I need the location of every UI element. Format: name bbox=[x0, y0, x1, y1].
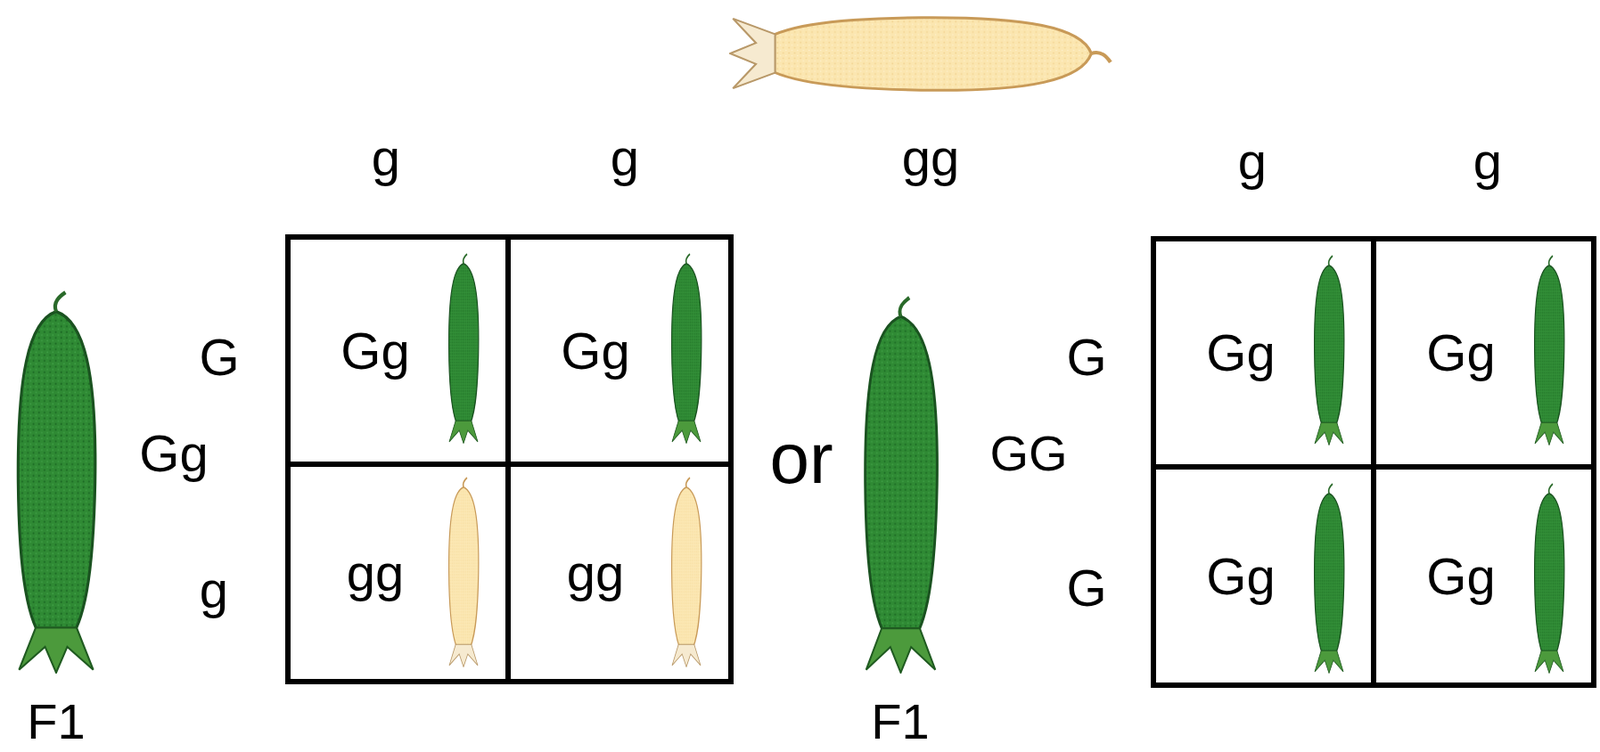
punnett-cell: Gg bbox=[1373, 238, 1594, 468]
punnett-cell: Gg bbox=[1153, 238, 1374, 468]
genotype-text: Gg bbox=[1426, 327, 1495, 379]
genotype-text: gg bbox=[346, 547, 405, 599]
punnett-cell: Gg bbox=[1153, 467, 1374, 686]
genotype-text: Gg bbox=[1206, 550, 1275, 603]
genotype-label: Gg bbox=[139, 427, 208, 480]
genotype-label: or bbox=[769, 423, 833, 495]
genotype-label: g bbox=[199, 564, 229, 616]
genotype-label: F1 bbox=[26, 697, 85, 747]
punnett-cell: Gg bbox=[1373, 467, 1594, 686]
genotype-text: Gg bbox=[1426, 550, 1495, 603]
genotype-label: G bbox=[1066, 562, 1107, 615]
punnett-cell: gg bbox=[287, 464, 509, 682]
genotype-label: g bbox=[371, 131, 401, 184]
genotype-label: g bbox=[1473, 135, 1502, 188]
genotype-text: Gg bbox=[1206, 327, 1275, 379]
genotype-label: g bbox=[1238, 135, 1267, 188]
punnett-cell: gg bbox=[508, 464, 731, 682]
genotype-label: g bbox=[610, 131, 640, 184]
genotype-text: Gg bbox=[560, 325, 630, 378]
genotype-text: gg bbox=[566, 547, 625, 599]
genotype-text: Gg bbox=[340, 325, 410, 378]
genotype-label: gg bbox=[902, 131, 960, 184]
punnett-cell: Gg bbox=[508, 237, 731, 465]
genotype-label: GG bbox=[989, 428, 1067, 479]
punnett-cell: Gg bbox=[287, 237, 509, 465]
genotype-label: F1 bbox=[870, 697, 929, 747]
genotype-label: G bbox=[198, 331, 239, 384]
genotype-label: G bbox=[1066, 331, 1107, 384]
